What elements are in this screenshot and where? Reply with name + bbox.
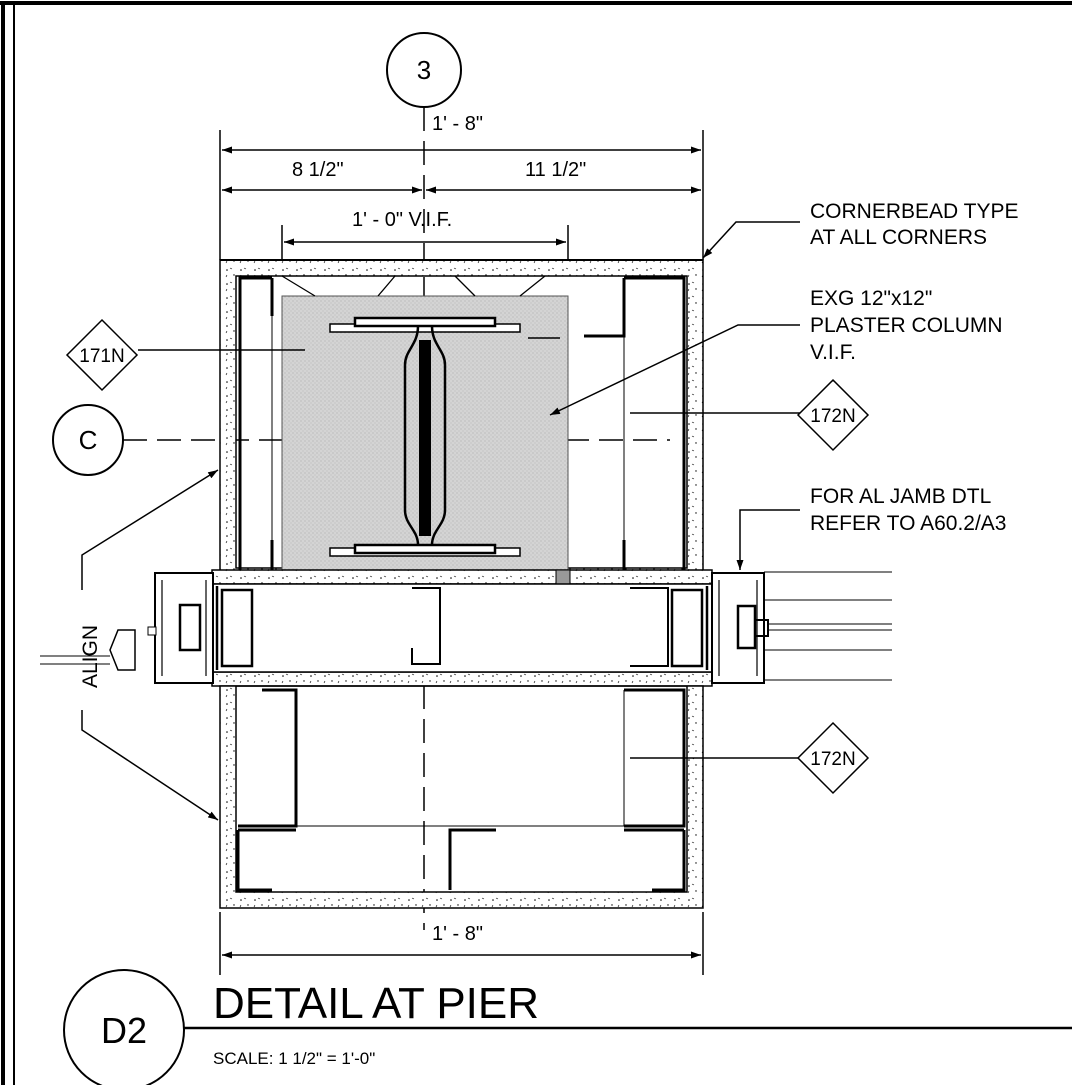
note-column: EXG 12"x12" PLASTER COLUMN V.I.F. <box>810 287 1003 364</box>
left-aluminum-jamb <box>40 572 214 684</box>
tag-172n-upper-label: 172N <box>810 406 855 427</box>
note-jamb-line-1: FOR AL JAMB DTL <box>810 485 991 508</box>
note-column-line-1: EXG 12"x12" <box>810 287 932 310</box>
note-jamb: FOR AL JAMB DTL REFER TO A60.2/A3 <box>810 485 1007 535</box>
note-cornerbead-line-2: AT ALL CORNERS <box>810 226 987 249</box>
bottom-dimension <box>219 912 704 975</box>
note-jamb-line-2: REFER TO A60.2/A3 <box>810 512 1007 535</box>
tag-172n-lower-label: 172N <box>810 749 855 770</box>
note-align: ALIGN <box>79 625 102 688</box>
tag-171n: 171N <box>65 318 139 392</box>
tag-172n-lower: 172N <box>796 721 870 795</box>
detail-title-block: D2 DETAIL AT PIER SCALE: 1 1/2" = 1'-0" <box>63 969 1072 1085</box>
note-cornerbead-line-1: CORNERBEAD TYPE <box>810 200 1019 223</box>
detail-title: DETAIL AT PIER <box>213 979 539 1028</box>
dim-overall-bottom: 1' - 8" <box>432 923 483 945</box>
dim-overall-top: 1' - 8" <box>432 113 483 135</box>
dim-column-width: 1' - 0" V.I.F. <box>352 209 452 231</box>
tag-172n-upper: 172N <box>796 378 870 452</box>
note-column-line-2: PLASTER COLUMN <box>810 314 1003 337</box>
grid-bubble-3: 3 <box>417 55 431 85</box>
lower-pier-enclosure <box>219 685 704 909</box>
leaders <box>81 221 800 821</box>
top-dimensions <box>219 130 704 275</box>
note-cornerbead: CORNERBEAD TYPE AT ALL CORNERS <box>810 200 1019 249</box>
detail-scale: SCALE: 1 1/2" = 1'-0" <box>213 1049 375 1068</box>
steel-beam <box>329 316 521 557</box>
tag-171n-label: 171N <box>79 346 124 367</box>
grid-bubble-c: C <box>79 425 98 455</box>
note-column-line-3: V.I.F. <box>810 341 856 364</box>
window-band <box>211 569 713 687</box>
detail-id: D2 <box>101 1010 147 1051</box>
dim-left-part: 8 1/2" <box>292 159 344 181</box>
lower-studs <box>236 688 686 892</box>
dim-right-part: 11 1/2" <box>525 159 586 181</box>
right-aluminum-jamb <box>711 571 892 684</box>
